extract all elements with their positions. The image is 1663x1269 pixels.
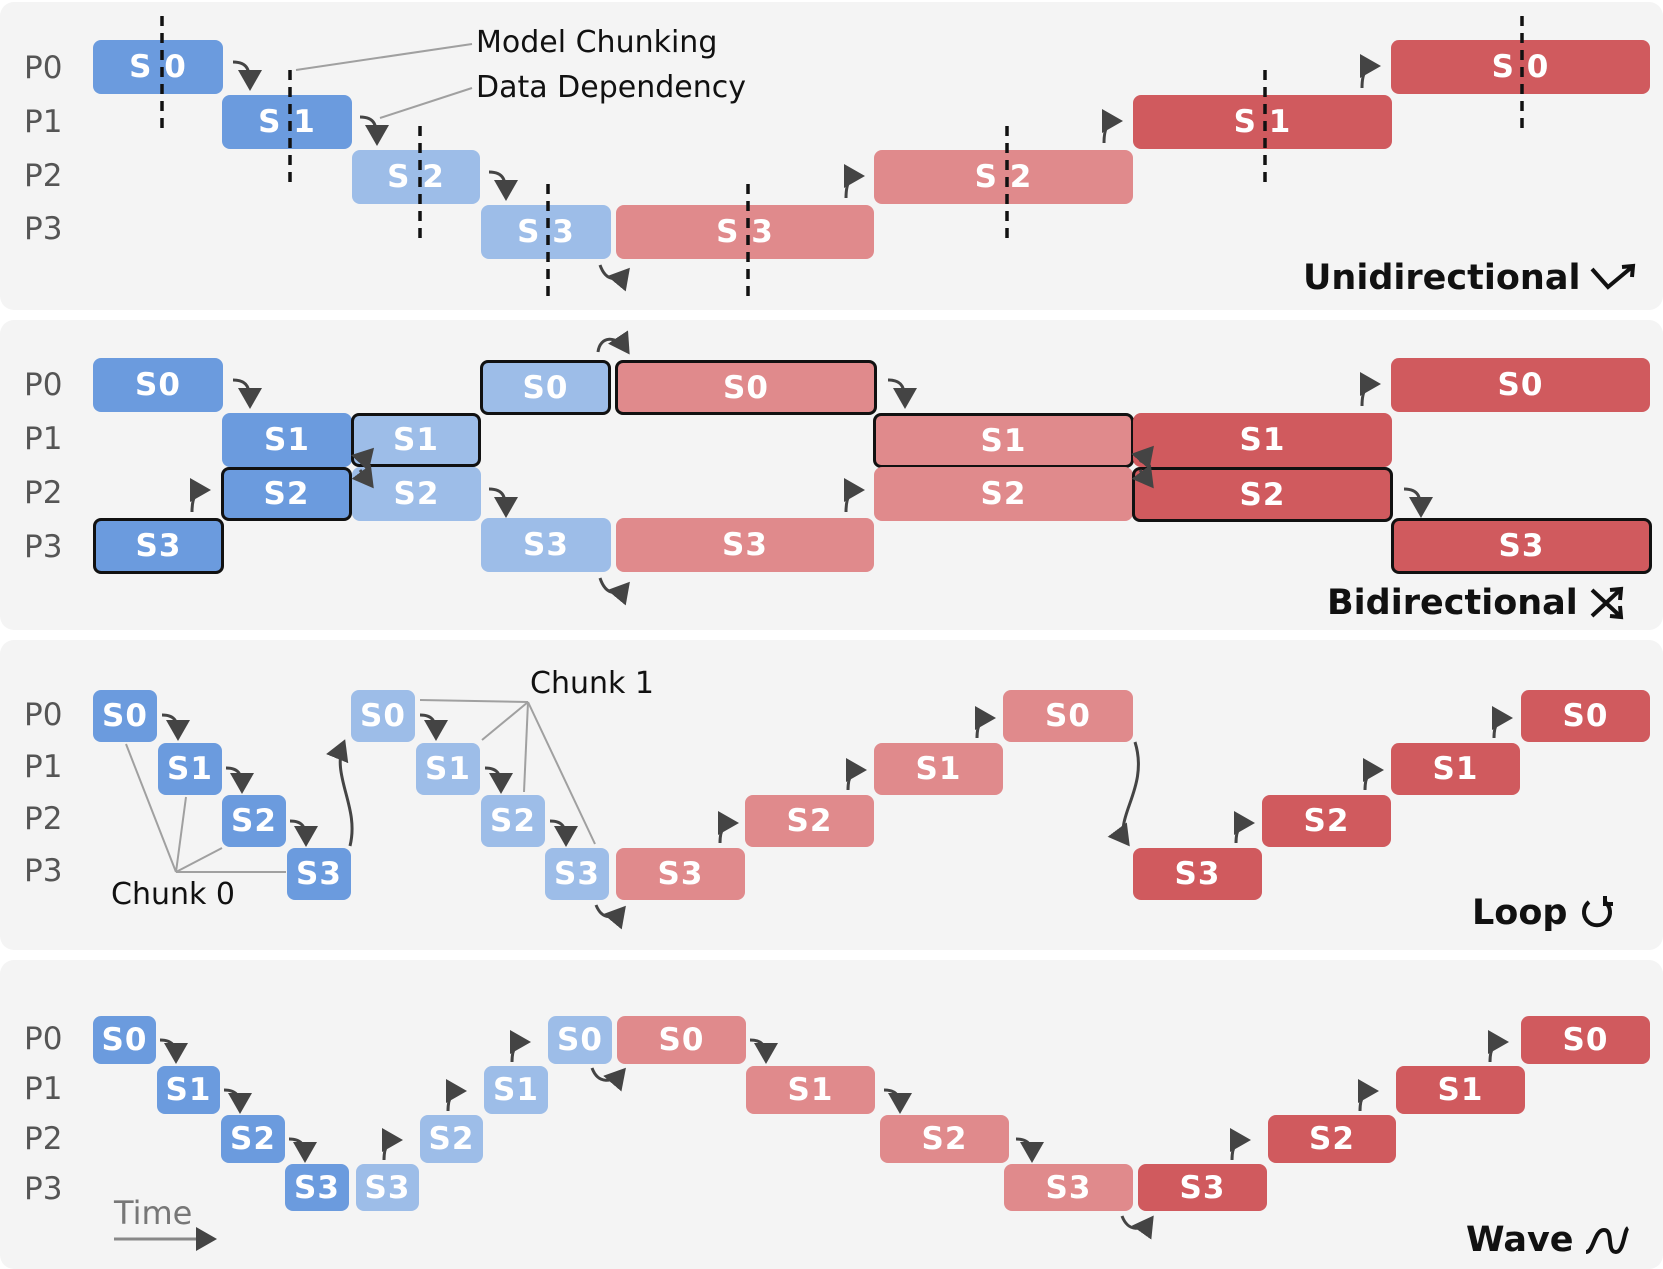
processor-label-p0: P0 <box>24 697 63 733</box>
stage-block: S 3 <box>616 205 874 259</box>
stage-block: S0 <box>351 690 415 742</box>
stage-block: S2 <box>1262 795 1391 847</box>
panel-title-text: Wave <box>1466 1220 1574 1260</box>
stage-block: S3 <box>285 1164 349 1211</box>
stage-block: S3 <box>1133 848 1262 900</box>
stage-block: S 2 <box>874 150 1133 204</box>
stage-block: S1 <box>874 743 1003 795</box>
stage-block: S0 <box>1521 1016 1650 1064</box>
stage-block: S0 <box>1521 690 1650 742</box>
stage-block: S3 <box>545 848 609 900</box>
stage-block: S3 <box>616 848 745 900</box>
stage-block: S2 <box>745 795 874 847</box>
annotation-chunk-0: Chunk 0 <box>111 877 235 912</box>
stage-block: S0 <box>480 360 611 415</box>
stage-block: S2 <box>222 795 286 847</box>
panel-wave <box>0 960 1663 1269</box>
processor-label-p2: P2 <box>24 475 63 511</box>
stage-block: S2 <box>221 1115 285 1163</box>
processor-label-p0: P0 <box>24 50 63 86</box>
stage-block: S1 <box>222 413 352 467</box>
processor-label-p1: P1 <box>24 104 63 140</box>
stage-block: S2 <box>420 1115 483 1163</box>
annotation-data-dependency: Data Dependency <box>476 70 746 105</box>
stage-block: S1 <box>484 1066 548 1114</box>
stage-block: S3 <box>616 518 874 572</box>
stage-block: S 1 <box>1133 95 1392 149</box>
stage-block: S3 <box>481 518 611 572</box>
stage-block: S1 <box>157 1066 220 1114</box>
stage-block: S2 <box>1132 467 1393 522</box>
stage-block: S0 <box>548 1016 612 1064</box>
processor-label-p2: P2 <box>24 801 63 837</box>
processor-label-p1: P1 <box>24 421 63 457</box>
stage-block: S 1 <box>222 95 352 149</box>
stage-block: S0 <box>93 358 223 412</box>
stage-block: S2 <box>874 467 1133 521</box>
panel-title-text: Unidirectional <box>1303 258 1581 298</box>
processor-label-p1: P1 <box>24 749 63 785</box>
stage-block: S0 <box>1003 690 1133 742</box>
stage-block: S1 <box>1133 413 1392 467</box>
stage-block: S1 <box>1396 1066 1525 1114</box>
panel-title-wave: Wave <box>1466 1220 1630 1260</box>
processor-label-p0: P0 <box>24 367 63 403</box>
panel-title-text: Bidirectional <box>1327 583 1578 623</box>
stage-block: S3 <box>356 1164 419 1211</box>
processor-label-p3: P3 <box>24 211 63 247</box>
panel-title-unidirectional: Unidirectional <box>1303 258 1636 298</box>
processor-label-p1: P1 <box>24 1071 63 1107</box>
stage-block: S1 <box>158 743 222 795</box>
loop-icon <box>1582 896 1614 928</box>
stage-block: S0 <box>1391 358 1650 412</box>
stage-block: S3 <box>1391 518 1652 574</box>
stage-block: S0 <box>93 690 157 742</box>
panel-title-text: Loop <box>1472 893 1568 933</box>
stage-block: S2 <box>880 1115 1009 1163</box>
stage-block: S3 <box>287 848 351 900</box>
time-axis-label: Time <box>114 1194 193 1232</box>
processor-label-p3: P3 <box>24 1171 63 1207</box>
annotation-chunk-1: Chunk 1 <box>530 666 654 701</box>
panel-title-loop: Loop <box>1472 893 1615 933</box>
stage-block: S0 <box>617 1016 746 1064</box>
annotation-model-chunking: Model Chunking <box>476 25 718 60</box>
stage-block: S1 <box>1391 743 1520 795</box>
stage-block: S 3 <box>481 205 611 259</box>
unidirectional-icon <box>1590 263 1636 290</box>
processor-label-p2: P2 <box>24 158 63 194</box>
processor-label-p2: P2 <box>24 1121 63 1157</box>
stage-block: S1 <box>746 1066 875 1114</box>
wave-icon <box>1584 1226 1630 1255</box>
processor-label-p0: P0 <box>24 1021 63 1057</box>
stage-block: S1 <box>351 413 481 467</box>
stage-block: S3 <box>1004 1164 1133 1211</box>
stage-block: S1 <box>416 743 480 795</box>
stage-block: S 0 <box>93 40 223 94</box>
stage-block: S2 <box>221 467 352 521</box>
stage-block: S0 <box>615 360 877 415</box>
stage-block: S3 <box>1138 1164 1267 1211</box>
stage-block: S0 <box>93 1016 156 1064</box>
stage-block: S 2 <box>352 150 480 204</box>
processor-label-p3: P3 <box>24 529 63 565</box>
panel-title-bidirectional: Bidirectional <box>1327 583 1624 623</box>
stage-block: S1 <box>873 413 1134 468</box>
processor-label-p3: P3 <box>24 853 63 889</box>
stage-block: S2 <box>481 795 545 847</box>
bidirectional-icon <box>1590 586 1623 620</box>
stage-block: S2 <box>1268 1115 1396 1163</box>
stage-block: S3 <box>93 518 224 574</box>
